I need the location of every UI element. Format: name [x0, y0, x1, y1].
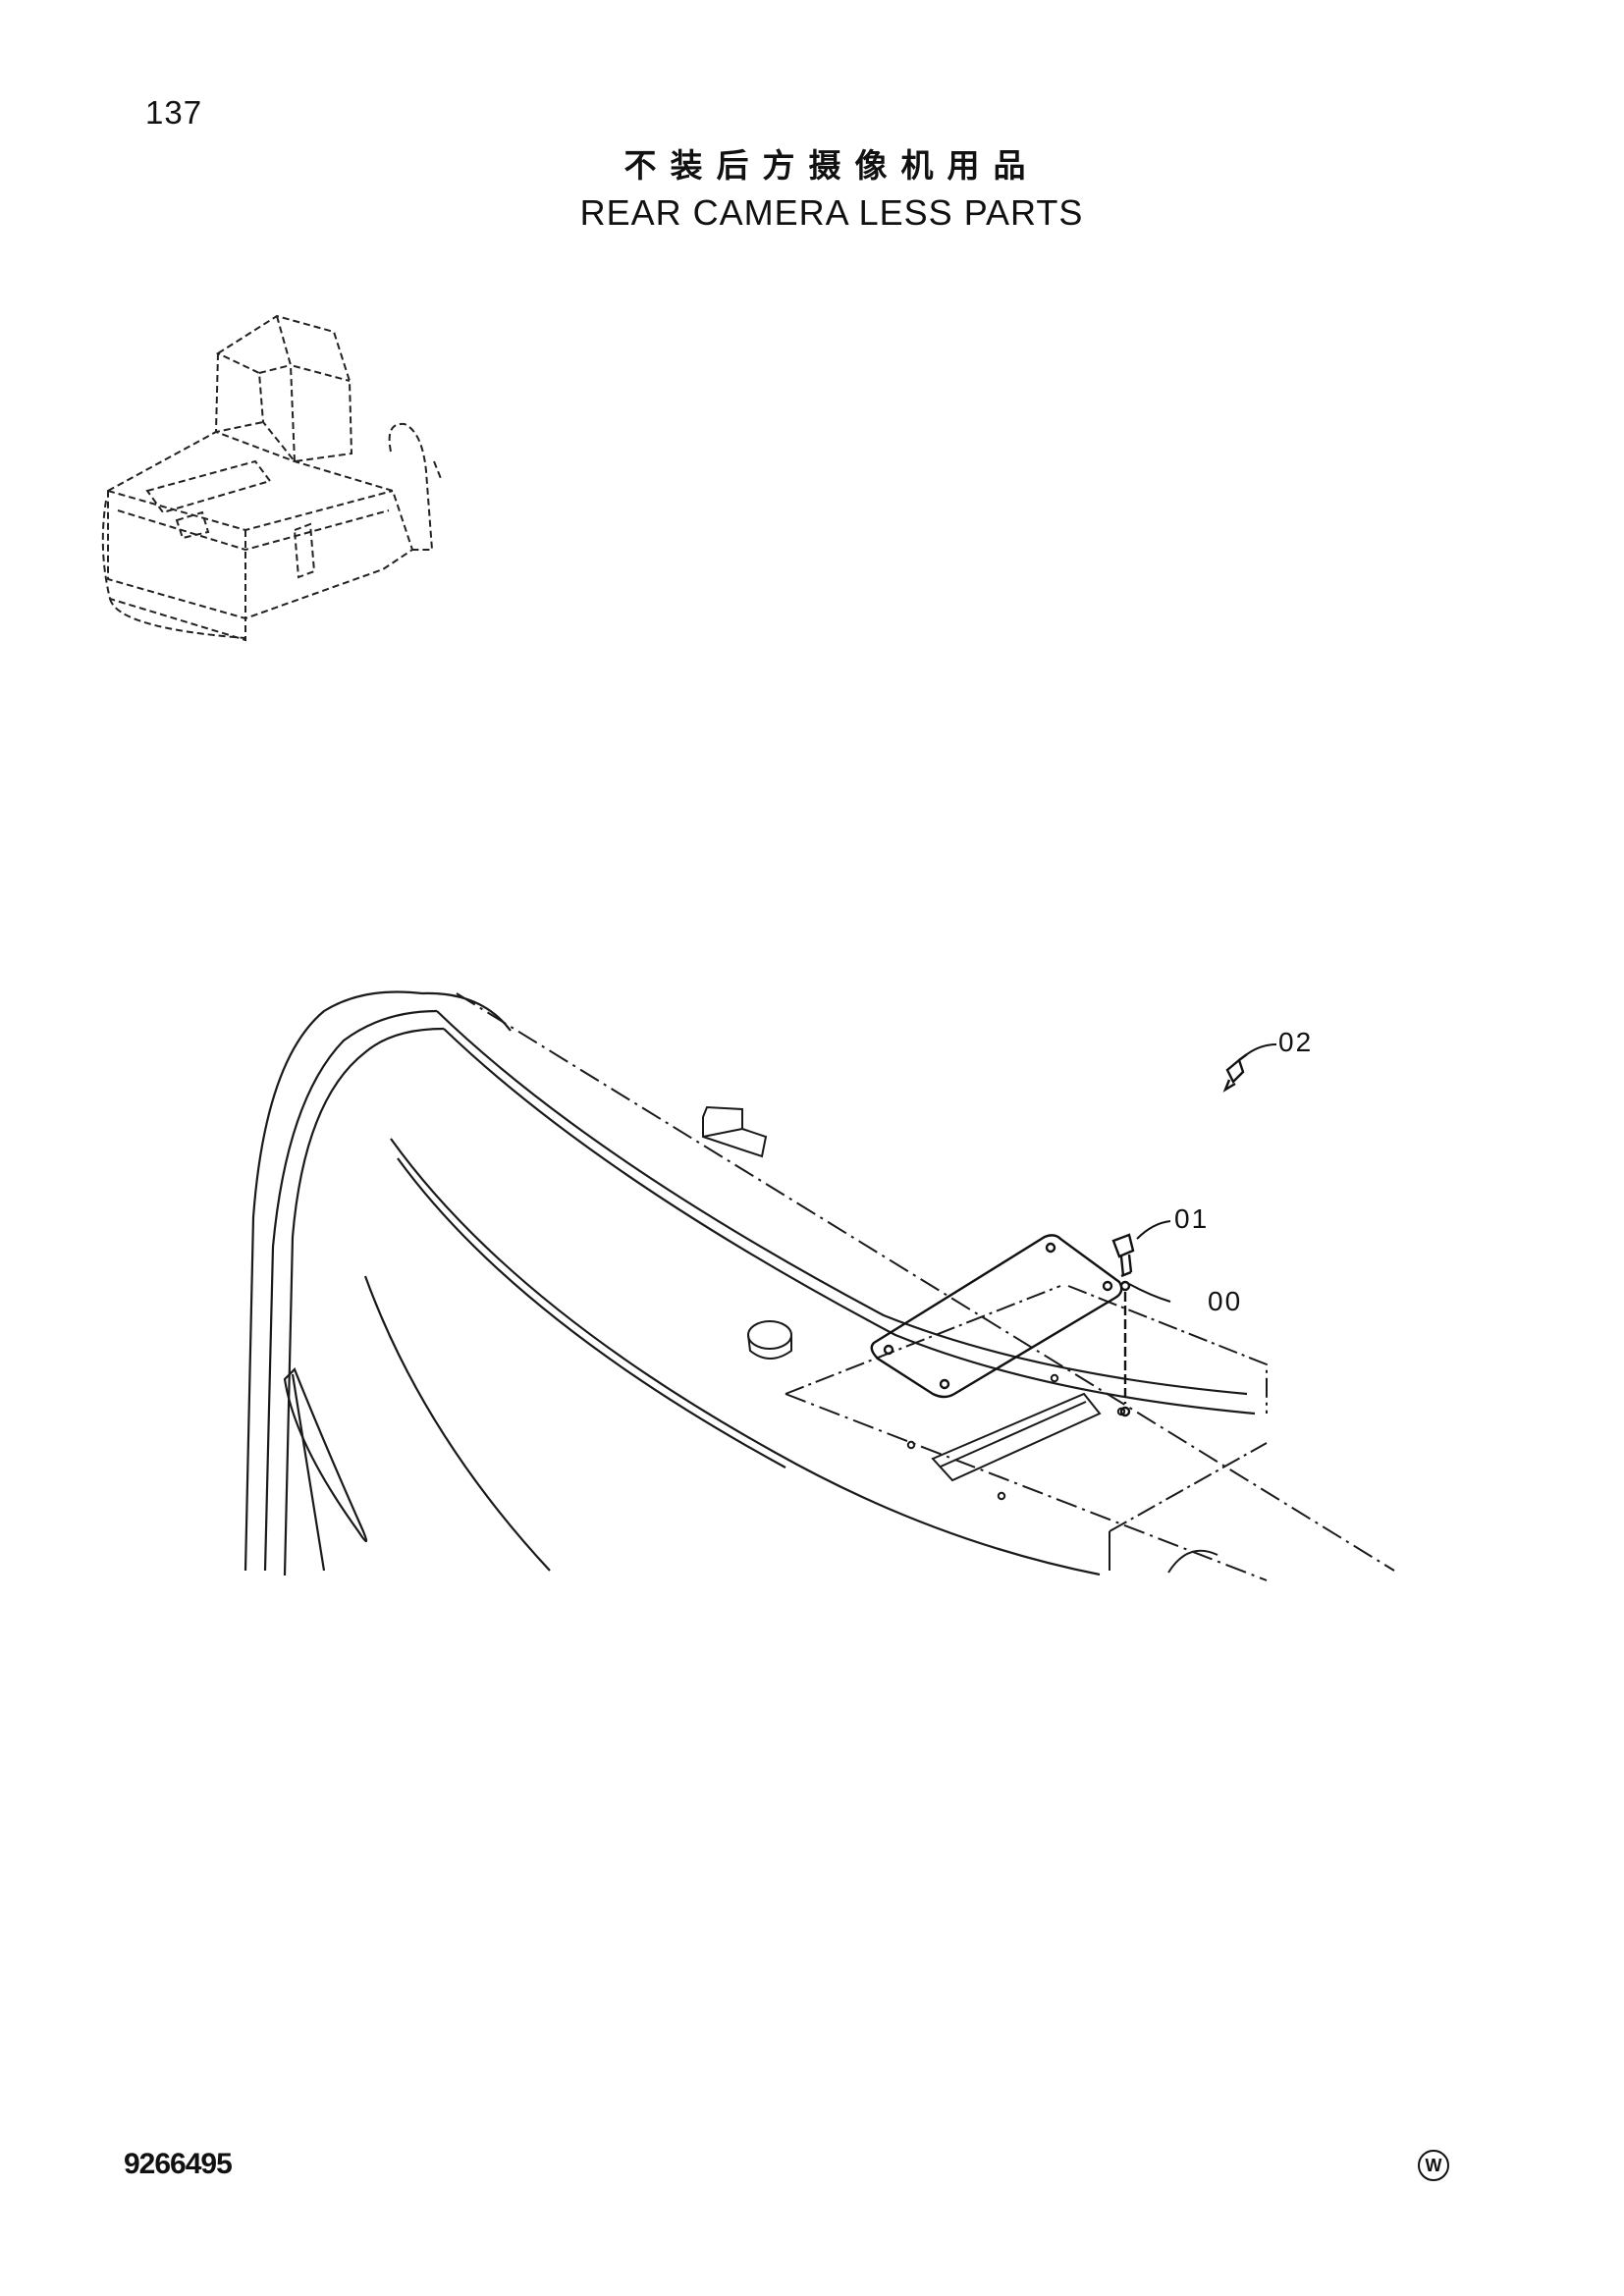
title-english: REAR CAMERA LESS PARTS [579, 192, 1084, 233]
callout-02: 02 [1278, 1027, 1314, 1057]
title-chinese: 不装后方摄像机用品 [623, 146, 1040, 185]
document-number: 9266495 [124, 2148, 233, 2180]
callout-01: 01 [1174, 1203, 1210, 1234]
grease-fitting-icon [1222, 1053, 1248, 1093]
page-number: 137 [145, 94, 203, 131]
circled-w-mark: W [1418, 2150, 1449, 2181]
bolt-icon [1111, 1233, 1135, 1417]
cover-plate-icon [870, 1234, 1123, 1399]
callout-00: 00 [1208, 1286, 1243, 1316]
